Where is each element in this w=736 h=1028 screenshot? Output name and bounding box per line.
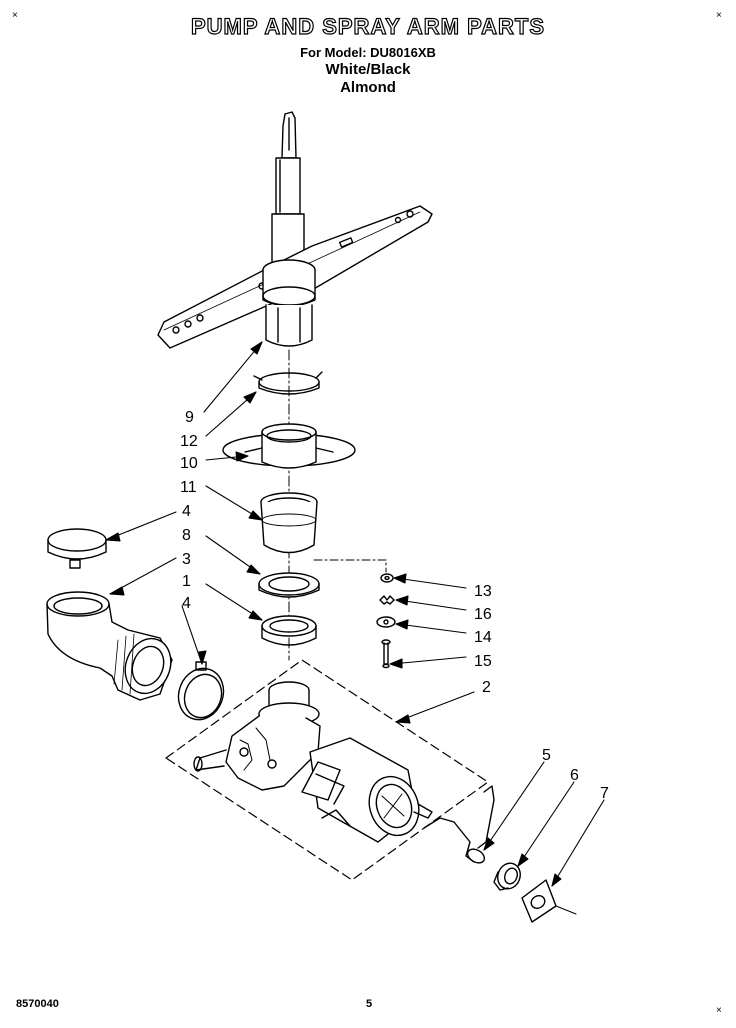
page-number: 5 <box>366 998 373 1010</box>
callout-9: 9 <box>185 409 194 426</box>
callout-14: 14 <box>474 629 492 646</box>
callout-8: 8 <box>182 527 191 544</box>
corner-mark-bottom-right: × <box>716 1005 722 1016</box>
callout-3: 3 <box>182 551 191 568</box>
color-option-2: Almond <box>340 79 396 96</box>
hose-clamp-lower <box>177 661 225 721</box>
spray-arm-housing <box>222 423 356 469</box>
pump-motor-assembly <box>165 659 489 881</box>
document-number: 8570040 <box>16 998 59 1010</box>
small-hardware <box>313 559 396 669</box>
spring-clip <box>423 785 495 864</box>
callout-13: 13 <box>474 583 492 600</box>
callout-1: 1 <box>182 573 191 590</box>
callout-6: 6 <box>570 767 579 784</box>
spray-arm-assembly <box>157 111 433 349</box>
corner-mark-top-right: × <box>716 10 722 21</box>
callout-15: 15 <box>474 653 492 670</box>
callout-5: 5 <box>542 747 551 764</box>
gasket-ring <box>261 615 317 646</box>
callout-10: 10 <box>180 455 198 472</box>
color-option-1: White/Black <box>325 61 411 78</box>
leader-lines <box>105 341 605 887</box>
callout-4-upper: 4 <box>182 503 191 520</box>
drain-hose <box>46 591 173 701</box>
gasket-plate <box>521 879 577 923</box>
model-line: For Model: DU8016XB <box>300 45 436 60</box>
corner-mark-top-left: × <box>12 10 18 21</box>
callout-labels: 9 12 10 11 4 8 3 1 4 13 16 14 15 2 5 6 7 <box>180 409 609 802</box>
page-title: PUMP AND SPRAY ARM PARTS <box>190 13 546 39</box>
hose-clamp-upper <box>47 528 107 569</box>
callout-2: 2 <box>482 679 491 696</box>
retaining-ring <box>253 371 323 395</box>
filter-cup <box>260 492 318 554</box>
callout-7: 7 <box>600 785 609 802</box>
callout-11: 11 <box>180 479 197 496</box>
grommet <box>493 862 521 891</box>
callout-16: 16 <box>474 606 492 623</box>
callout-12: 12 <box>180 433 198 450</box>
seal <box>258 572 320 598</box>
callout-4-lower: 4 <box>182 595 191 612</box>
